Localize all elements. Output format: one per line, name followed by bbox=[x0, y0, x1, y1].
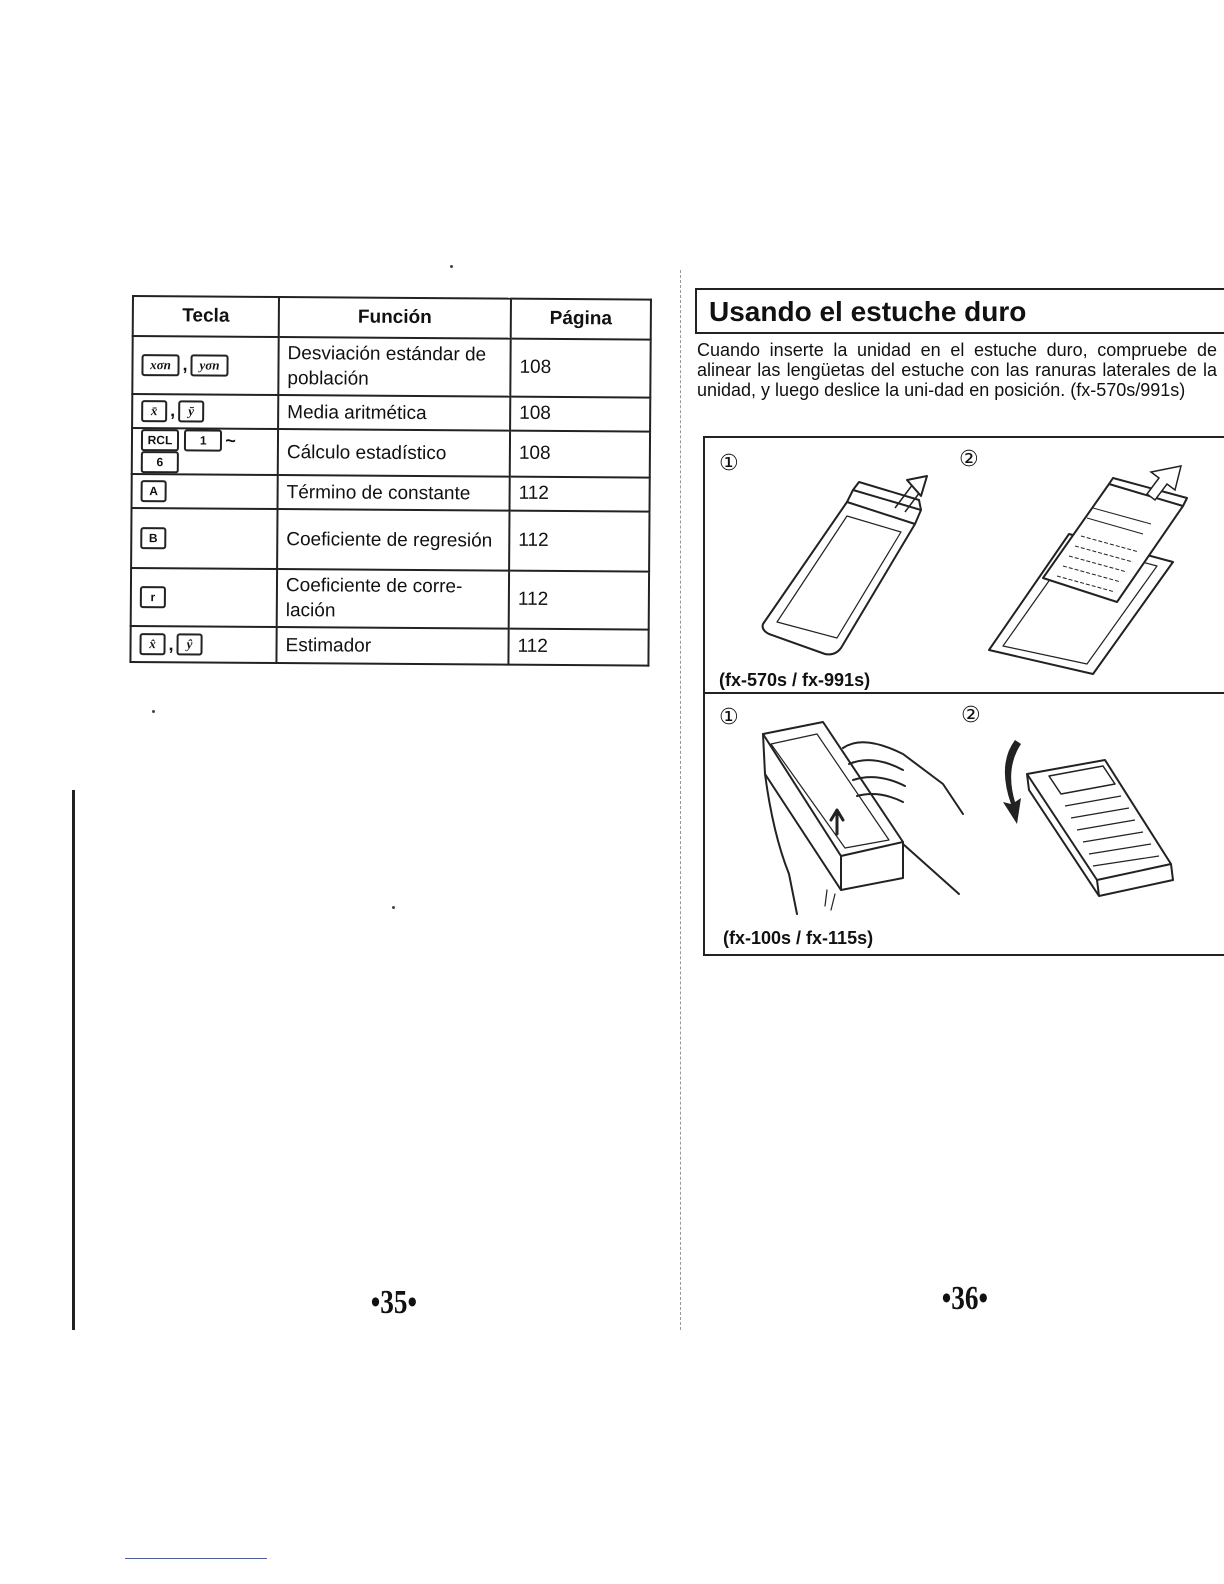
table-row: x̂,ŷ Estimador 112 bbox=[130, 626, 649, 666]
function-cell: Estimador bbox=[276, 627, 509, 665]
page-number-left: •35• bbox=[370, 1284, 418, 1321]
closed-case-illustration bbox=[1003, 740, 1174, 897]
page-cell: 112 bbox=[508, 570, 650, 630]
intro-paragraph: Cuando inserte la unidad en el estuche d… bbox=[697, 340, 1217, 400]
figure-caption-top: (fx-570s / fx-991s) bbox=[719, 670, 871, 690]
key-ybar-icon: ȳ bbox=[178, 400, 205, 423]
table-row: r Coeficiente de corre-lación 112 bbox=[130, 568, 650, 630]
page-cell: 108 bbox=[510, 338, 651, 398]
key-6-icon: 6 bbox=[140, 451, 179, 474]
key-b-icon: B bbox=[140, 527, 167, 550]
key-yhat-icon: ŷ bbox=[176, 633, 203, 656]
column-header-key: Tecla bbox=[132, 296, 279, 338]
figure-caption-bottom: (fx-100s / fx-115s) bbox=[723, 928, 874, 948]
key-xsn-icon: xσn bbox=[141, 354, 180, 377]
key-1-icon: 1 bbox=[184, 429, 223, 452]
key-cell: r bbox=[130, 568, 278, 628]
function-cell: Coeficiente de corre-lación bbox=[276, 569, 510, 629]
rotate-arrow-icon bbox=[1003, 740, 1021, 824]
table-header-row: Tecla Función Página bbox=[132, 296, 651, 340]
scan-edge-mark bbox=[72, 790, 75, 1330]
table-row: B Coeficiente de regresión 112 bbox=[131, 508, 650, 572]
range-tilde: ~ bbox=[225, 430, 236, 451]
speck bbox=[152, 710, 155, 713]
function-cell: Término de constante bbox=[277, 475, 510, 511]
key-cell: xσn,yσn bbox=[132, 336, 279, 396]
function-cell: Media aritmética bbox=[278, 395, 511, 431]
table-row: x̄,ȳ Media aritmética 108 bbox=[132, 394, 651, 432]
hands-case-illustration bbox=[762, 721, 964, 915]
page-number-right: •36• bbox=[941, 1280, 989, 1317]
calculator-insert-illustration bbox=[988, 465, 1188, 675]
function-cell: Cálculo estadístico bbox=[277, 429, 511, 477]
table-row: A Término de constante 112 bbox=[131, 474, 650, 512]
page-cell: 112 bbox=[509, 510, 650, 572]
scan-artifact-line bbox=[125, 1558, 267, 1559]
key-xbar-icon: x̄ bbox=[141, 400, 168, 423]
key-cell: A bbox=[131, 474, 278, 510]
column-header-function: Función bbox=[278, 297, 511, 339]
function-cell: Desviación estándar de población bbox=[278, 337, 511, 397]
figure-panel-insert: ① ② (fx-570s / fx-991s) bbox=[703, 436, 1224, 694]
speck bbox=[392, 906, 395, 909]
speck bbox=[450, 265, 453, 268]
table-row: xσn,yσn Desviación estándar de población… bbox=[132, 336, 651, 398]
key-cell: x̄,ȳ bbox=[132, 394, 279, 430]
key-a-icon: A bbox=[140, 480, 167, 503]
page-cell: 108 bbox=[509, 430, 651, 478]
key-cell: RCL 1~6 bbox=[131, 428, 279, 476]
case-slide-illustration bbox=[761, 475, 928, 656]
step-2-marker: ② bbox=[961, 702, 981, 727]
section-title: Usando el estuche duro bbox=[695, 288, 1224, 334]
page-cell: 112 bbox=[508, 628, 649, 666]
key-r-icon: r bbox=[139, 586, 166, 609]
column-header-page: Página bbox=[510, 298, 651, 340]
function-table: Tecla Función Página xσn,yσn Desviación … bbox=[129, 295, 652, 667]
step-2-marker: ② bbox=[959, 446, 979, 471]
function-cell: Coeficiente de regresión bbox=[277, 509, 510, 571]
key-xhat-icon: x̂ bbox=[139, 633, 166, 656]
step-1-marker: ① bbox=[719, 450, 739, 475]
key-cell: B bbox=[131, 508, 278, 570]
key-ysn-icon: yσn bbox=[190, 354, 229, 377]
page-cell: 108 bbox=[510, 396, 651, 432]
page-cell: 112 bbox=[509, 476, 650, 512]
figure-panel-close: ① ② (fx-100s / fx-115s) bbox=[703, 692, 1224, 956]
page-gutter bbox=[680, 270, 681, 1330]
key-cell: x̂,ŷ bbox=[130, 626, 277, 664]
key-rcl-icon: RCL bbox=[140, 429, 180, 452]
step-1-marker: ① bbox=[719, 704, 739, 729]
table-row: RCL 1~6 Cálculo estadístico 108 bbox=[131, 428, 651, 478]
